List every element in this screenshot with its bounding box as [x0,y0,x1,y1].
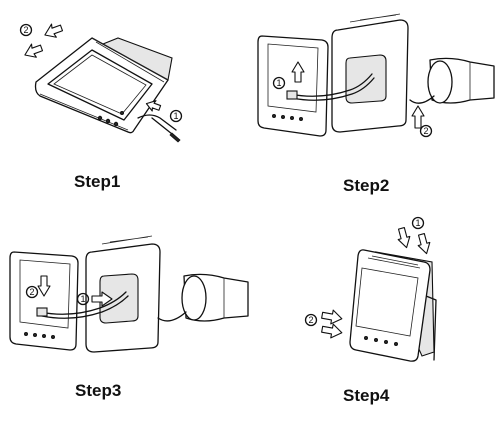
step1-illustration [24,23,181,143]
step3-callout-2: 2 [25,285,39,299]
step1-callout-1-text: 1 [173,111,178,121]
step3-illustration [9,235,249,353]
step2-label: Step2 [343,176,390,195]
step4-callout-2: 2 [304,313,318,327]
step3-callout-1-text: 1 [80,294,85,304]
step2-callout-1-text: 1 [276,78,281,88]
step3-label: Step3 [75,381,122,400]
step3-callout-2-text: 2 [29,287,34,297]
step1-callout-2-text: 2 [23,25,28,35]
step2-callout-2: 2 [419,124,433,138]
step4-label: Step4 [343,386,390,405]
step4-illustration [321,227,437,362]
step1-callout-2: 2 [19,23,33,37]
step4-callout-2-text: 2 [308,315,313,325]
step4-callout-1-text: 1 [415,218,420,228]
step1-arrows-2 [24,23,64,58]
step2-callout-2-text: 2 [423,126,428,136]
step2-callout-1: 1 [272,76,286,90]
step4-callout-1: 1 [411,216,425,230]
step1-label: Step1 [74,172,121,191]
step1-callout-1: 1 [169,109,183,123]
step3-callout-1: 1 [76,292,90,306]
step2-illustration [257,13,495,137]
